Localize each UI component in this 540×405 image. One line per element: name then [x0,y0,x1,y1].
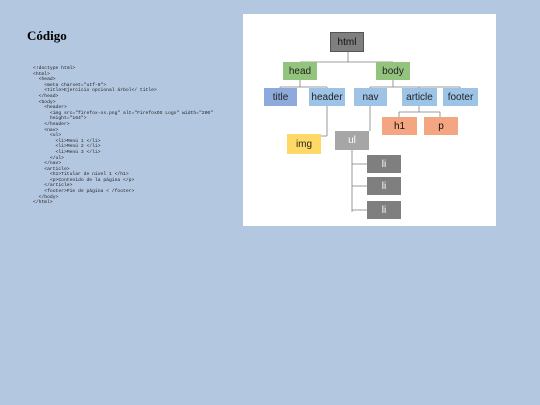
code-line: <html> [33,71,50,77]
code-line: <meta charset="utf-8"> [33,82,107,88]
node-title: title [264,88,297,106]
code-line: <img src="firefox-os.png" alt="FirefoxOS… [33,110,214,116]
code-line: <header> [33,105,67,111]
code-line: <p>Contenido de la página </p> [33,177,135,183]
node-li-2: li [367,177,401,195]
code-line: </head> [33,93,59,99]
node-header: header [309,88,345,106]
code-line: <footer>Pie de página < /footer> [33,189,135,195]
edge-header-img [303,106,328,137]
edge-html-children [299,52,394,64]
code-line: </header> [33,121,70,127]
code-line: <body> [33,99,56,105]
code-line: <li>Menú 2 </li> [33,144,101,150]
code-line: </body> [33,194,59,200]
node-head: head [283,62,317,80]
node-li-1: li [367,155,401,173]
node-ul: ul [335,131,369,150]
code-line: <ul> [33,133,62,139]
node-li-3: li [367,201,401,219]
edge-head-children [279,80,328,88]
code-line: </article> [33,183,73,189]
node-nav: nav [354,88,387,106]
node-html: html [330,32,364,52]
code-line: <nav> [33,127,59,133]
node-article: article [402,88,437,106]
node-img: img [287,134,321,154]
edge-article-children [398,106,441,117]
code-line: <h1>Titular de nivel 1 </h1> [33,172,129,178]
dom-tree-diagram: html head body title header nav article … [243,14,496,226]
slide-title: Código [27,28,67,43]
code-block: <!doctype html> <html> <head> <meta char… [33,66,213,206]
code-line: </ul> [33,155,64,161]
code-line: <title>Ejercicio opcional árbol</ title> [33,88,157,94]
node-body: body [376,62,410,80]
code-line: <li>Menú 3 </li> [33,149,101,155]
code-line: </html> [33,200,53,206]
code-line: <li>Menú 1 </li> [33,138,101,144]
code-line: </nav> [33,161,62,167]
code-line: <article> [33,166,70,172]
code-line: <head> [33,77,56,83]
tree-edges [279,52,461,212]
node-footer: footer [443,88,478,106]
code-line: <!doctype html> [33,66,76,71]
edge-body-children [369,80,461,88]
edge-ul-li [351,150,367,212]
node-p: p [424,117,458,135]
code-line: height="164"> [33,116,87,122]
node-h1: h1 [382,117,417,135]
